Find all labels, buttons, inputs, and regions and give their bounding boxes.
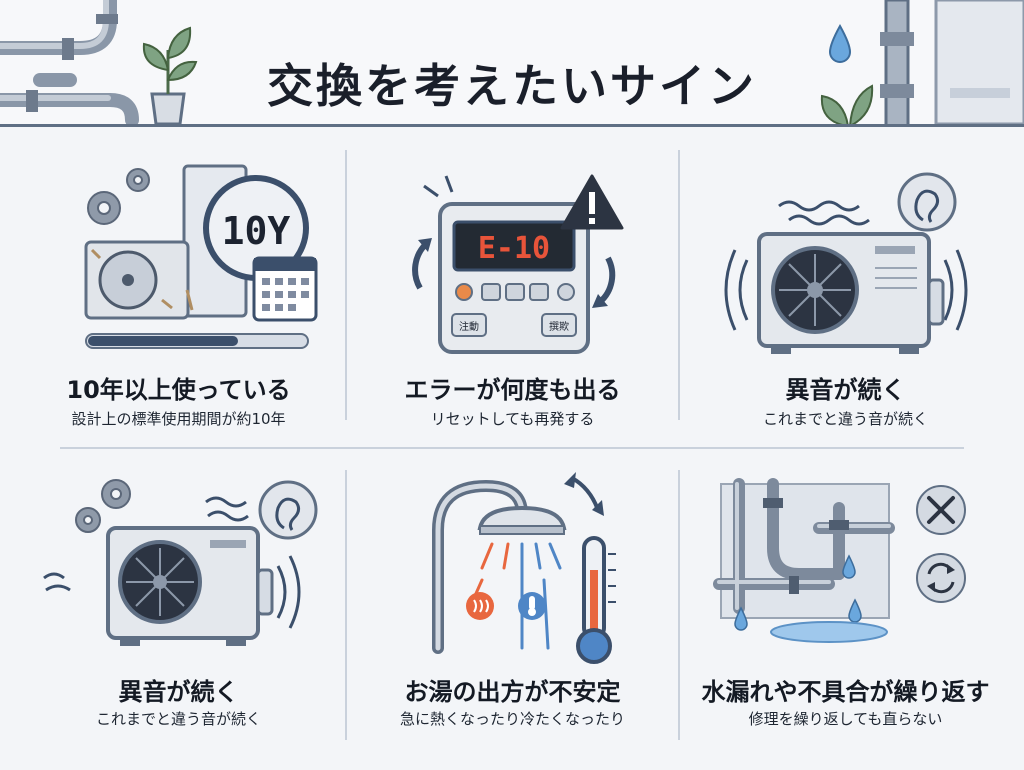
card-subtitle: これまでと違う音が続く [762,410,928,428]
pipe-icon [880,0,1024,126]
noisy-unit-illustration [43,479,318,646]
plant-icon [820,84,874,126]
heat-icon [466,592,494,620]
water-puddle [770,621,888,643]
noisy-unit-illustration [724,172,968,354]
card-title: お湯の出方が不安定 [404,678,621,706]
panel-button-right-label: 撰欺 [549,320,569,333]
card-subtitle: これまでと違う音が続く [95,710,261,728]
leak-icon [734,554,862,631]
error-code-display: E-10 [478,231,550,266]
plant-icon [142,26,198,126]
column-divider [678,470,680,740]
refresh-arrow-icon [597,256,616,305]
card-title: エラーが何度も出る [404,376,621,404]
header-divider [0,124,1024,127]
column-divider [345,150,347,420]
error-panel-illustration: E-10 注動 撰欺 [412,174,624,354]
sign-card-leak: 水漏れや不具合が繰り返す 修理を繰り返しても直らない [679,458,1012,770]
row-divider [60,447,964,449]
page-title: 交換を考えたいサイン [267,59,757,113]
header: 交換を考えたいサイン [0,0,1024,126]
sign-card-hot-water: お湯の出方が不安定 急に熱くなったり冷たくなったり [346,458,679,770]
gear-icon [87,168,150,225]
ear-icon [258,480,318,540]
aging-unit-illustration: 10Y [84,164,318,349]
card-title: 水漏れや不具合が繰り返す [701,678,990,706]
clock-label: 10Y [222,209,291,253]
sound-wave-icon [724,200,968,331]
gear-icon [75,479,131,533]
card-subtitle: 修理を繰り返しても直らない [748,710,943,728]
card-subtitle: リセットしても再発する [430,410,595,428]
card-title: 10年以上使っている [66,376,291,404]
ear-icon [897,172,957,232]
card-title: 異音が続く [785,376,906,404]
leak-illustration [713,478,966,643]
pipe-icon [0,0,139,126]
sign-card-noise-2: 異音が続く これまでと違う音が続く [12,458,345,770]
card-subtitle: 設計上の標準使用期間が約10年 [71,410,286,428]
column-divider [345,470,347,740]
refresh-arrow-icon [916,553,966,603]
shower-illustration [432,472,616,664]
refresh-arrow-icon [412,241,429,290]
panel-button-left-label: 注動 [459,320,479,333]
sign-card-error: E-10 注動 撰欺 エラーが何度も出る リセットしても再発する [346,140,679,452]
card-subtitle: 急に熱くなったり冷たくなったり [399,710,625,728]
card-title: 異音が続く [118,678,239,706]
sign-card-noise: 異音が続く これまでと違う音が続く [679,140,1012,452]
sign-card-age: 10Y 10年以上使っている 設計上の標準使用期間が約10年 [12,140,345,452]
column-divider [678,150,680,420]
sound-wave-icon [43,496,301,629]
